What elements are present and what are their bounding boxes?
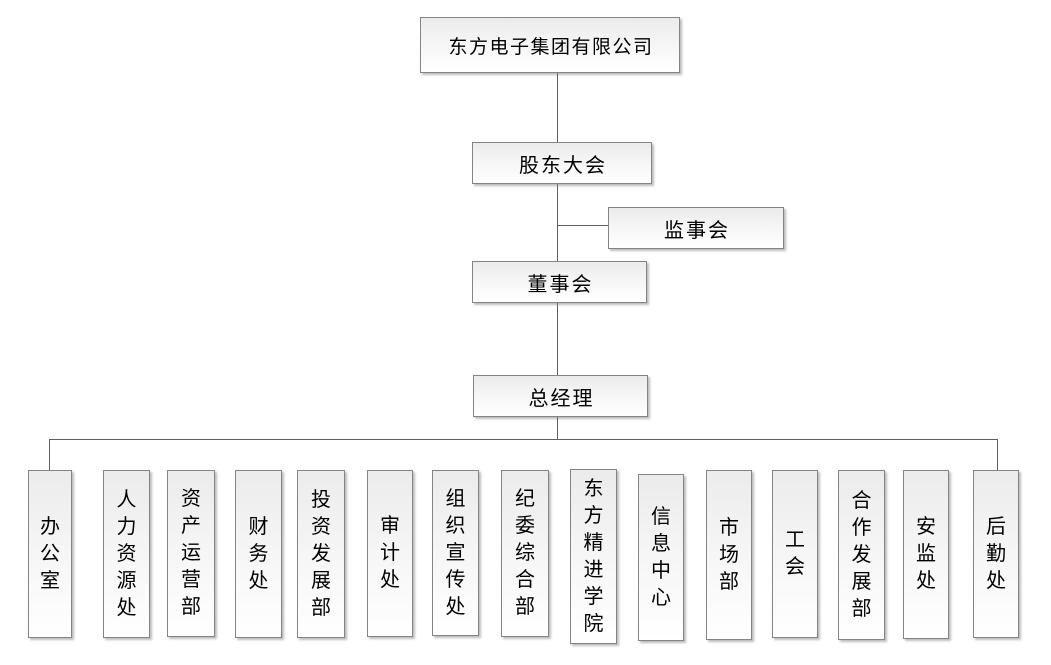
org-node-supervisory-board-label: 监事会 <box>664 219 730 242</box>
org-node-dept-logistics: 后勤处 <box>973 470 1019 638</box>
org-node-dept-general-office-label: 办公室 <box>40 515 60 592</box>
org-node-dept-organization-publicity: 组织宣传处 <box>432 470 479 636</box>
connector-board-to-general-manager <box>557 303 558 375</box>
org-node-dept-discipline-inspection: 纪委综合部 <box>501 470 549 637</box>
org-node-dept-asset-operations-label: 资产运营部 <box>181 488 201 618</box>
org-node-general-manager-label: 总经理 <box>528 387 595 410</box>
org-node-dept-audit: 审计处 <box>367 470 413 637</box>
connector-rail-right-drop <box>997 439 998 470</box>
org-node-dept-investment-development: 投资发展部 <box>297 470 345 638</box>
org-node-board-of-directors-label: 董事会 <box>527 273 594 296</box>
org-node-dept-organization-publicity-label: 组织宣传处 <box>445 487 466 618</box>
org-node-dept-jingjin-academy: 东方精进学院 <box>570 469 617 644</box>
org-node-dept-jingjin-academy-label: 东方精进学院 <box>583 477 604 635</box>
org-node-dept-cooperation-development: 合作发展部 <box>838 470 885 640</box>
org-node-dept-general-office: 办公室 <box>28 470 72 638</box>
org-node-shareholders-meeting: 股东大会 <box>472 142 652 184</box>
connector-shareholders-to-board <box>557 184 558 262</box>
org-node-dept-discipline-inspection-label: 纪委综合部 <box>515 488 535 618</box>
org-node-shareholders-meeting-label: 股东大会 <box>519 154 607 177</box>
org-node-dept-marketing: 市场部 <box>706 470 752 640</box>
org-node-dept-finance-label: 财务处 <box>248 515 269 592</box>
org-node-dept-audit-label: 审计处 <box>380 515 400 591</box>
org-node-dept-investment-development-label: 投资发展部 <box>311 488 331 619</box>
connector-rail-left-drop <box>49 439 50 470</box>
org-node-dept-safety-supervision-label: 安监处 <box>916 516 936 592</box>
connector-general-manager-to-rail <box>557 416 558 439</box>
org-node-dept-labor-union-label: 工会 <box>785 529 805 578</box>
org-node-dept-human-resources: 人力资源处 <box>103 470 150 638</box>
org-node-dept-cooperation-development-label: 合作发展部 <box>851 489 872 620</box>
org-node-dept-asset-operations: 资产运营部 <box>167 470 215 637</box>
org-node-general-manager: 总经理 <box>473 375 648 417</box>
org-node-dept-logistics-label: 后勤处 <box>986 515 1006 592</box>
org-node-company: 东方电子集团有限公司 <box>420 17 680 73</box>
connector-branch-to-supervisory <box>558 225 608 226</box>
connector-company-to-shareholders <box>557 73 558 143</box>
org-node-supervisory-board: 监事会 <box>608 207 784 249</box>
org-node-dept-marketing-label: 市场部 <box>719 516 739 593</box>
org-node-dept-information-center: 信息中心 <box>638 474 684 641</box>
connector-departments-rail <box>49 439 998 440</box>
org-node-dept-finance: 财务处 <box>235 470 282 638</box>
org-node-dept-information-center-label: 信息中心 <box>651 505 671 609</box>
org-node-dept-labor-union: 工会 <box>772 470 818 638</box>
org-node-board-of-directors: 董事会 <box>472 261 647 303</box>
org-node-company-label: 东方电子集团有限公司 <box>448 36 654 58</box>
org-node-dept-safety-supervision: 安监处 <box>903 470 949 639</box>
org-node-dept-human-resources-label: 人力资源处 <box>116 488 137 619</box>
